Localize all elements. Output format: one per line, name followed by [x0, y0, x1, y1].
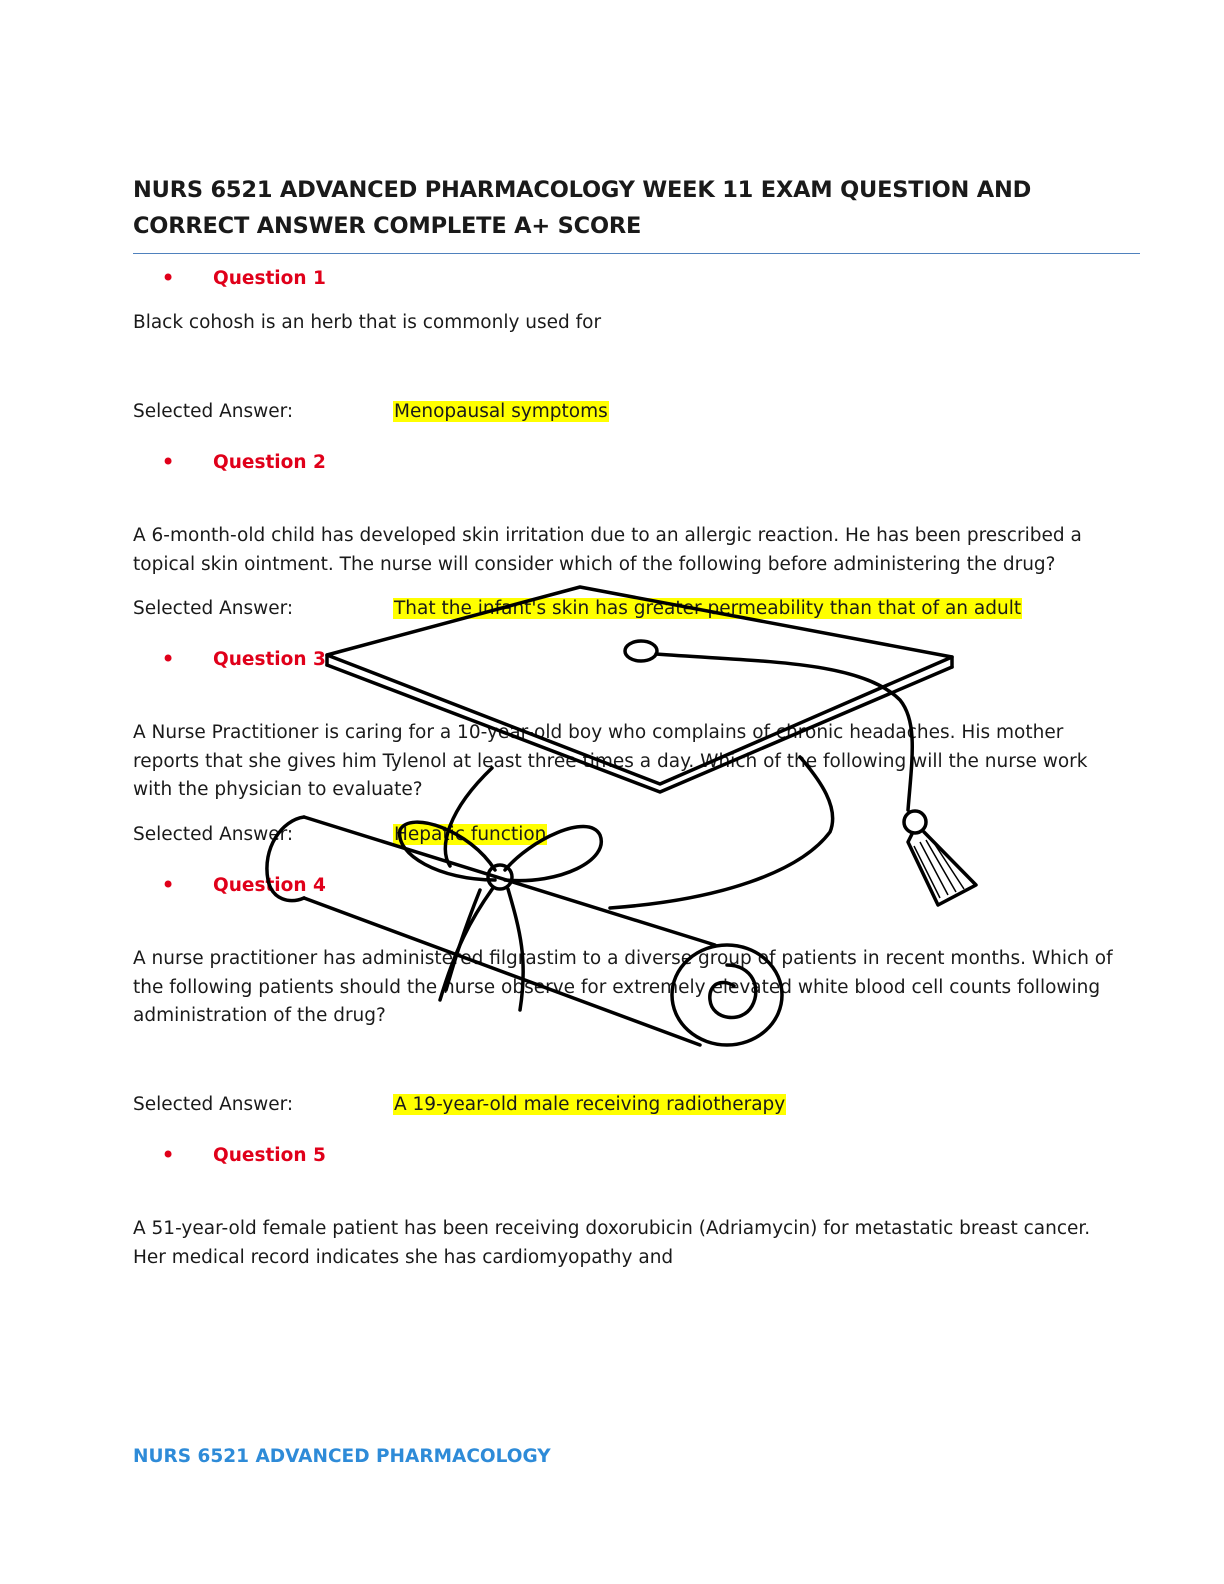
- question-2-text: A 6-month-old child has developed skin i…: [133, 525, 1082, 575]
- question-4-bullet: •: [161, 871, 176, 899]
- question-2-selected-answer-label: Selected Answer:: [133, 598, 294, 619]
- question-1-text: Black cohosh is an herb that is commonly…: [133, 312, 602, 333]
- question-4-text: A nurse practitioner has administered fi…: [133, 948, 1113, 1027]
- question-1-selected-answer-label: Selected Answer:: [133, 401, 294, 422]
- question-3-text: A Nurse Practitioner is caring for a 10-…: [133, 722, 1088, 801]
- question-2-bullet: •: [161, 448, 176, 476]
- question-2-selected-answer: That the infant's skin has greater perme…: [393, 596, 1023, 622]
- question-2-answer-highlight: That the infant's skin has greater perme…: [393, 598, 1023, 619]
- question-3-answer-highlight: Hepatic function: [393, 824, 548, 845]
- question-4-selected-answer-label: Selected Answer:: [133, 1094, 294, 1115]
- question-4-answer-highlight: A 19-year-old male receiving radiotherap…: [393, 1094, 787, 1115]
- question-1-selected-answer: Menopausal symptoms: [393, 399, 609, 425]
- question-4-selected-answer: A 19-year-old male receiving radiotherap…: [393, 1092, 787, 1118]
- question-5-label: Question 5: [213, 1145, 326, 1166]
- question-5-text: A 51-year-old female patient has been re…: [133, 1218, 1091, 1268]
- question-1-answer-highlight: Menopausal symptoms: [393, 401, 609, 422]
- question-4-label: Question 4: [213, 875, 326, 896]
- question-3-selected-answer: Hepatic function: [393, 822, 548, 848]
- question-1-label: Question 1: [213, 268, 326, 289]
- question-1-bullet: •: [161, 264, 176, 292]
- question-5-bullet: •: [161, 1141, 176, 1169]
- document-title: NURS 6521 ADVANCED PHARMACOLOGY WEEK 11 …: [133, 177, 1032, 239]
- question-3-selected-answer-label: Selected Answer:: [133, 824, 294, 845]
- question-2-label: Question 2: [213, 452, 326, 473]
- title-divider: [133, 253, 1140, 254]
- footer-course-name: NURS 6521 ADVANCED PHARMACOLOGY: [133, 1446, 551, 1467]
- question-3-label: Question 3: [213, 649, 326, 670]
- question-3-bullet: •: [161, 645, 176, 673]
